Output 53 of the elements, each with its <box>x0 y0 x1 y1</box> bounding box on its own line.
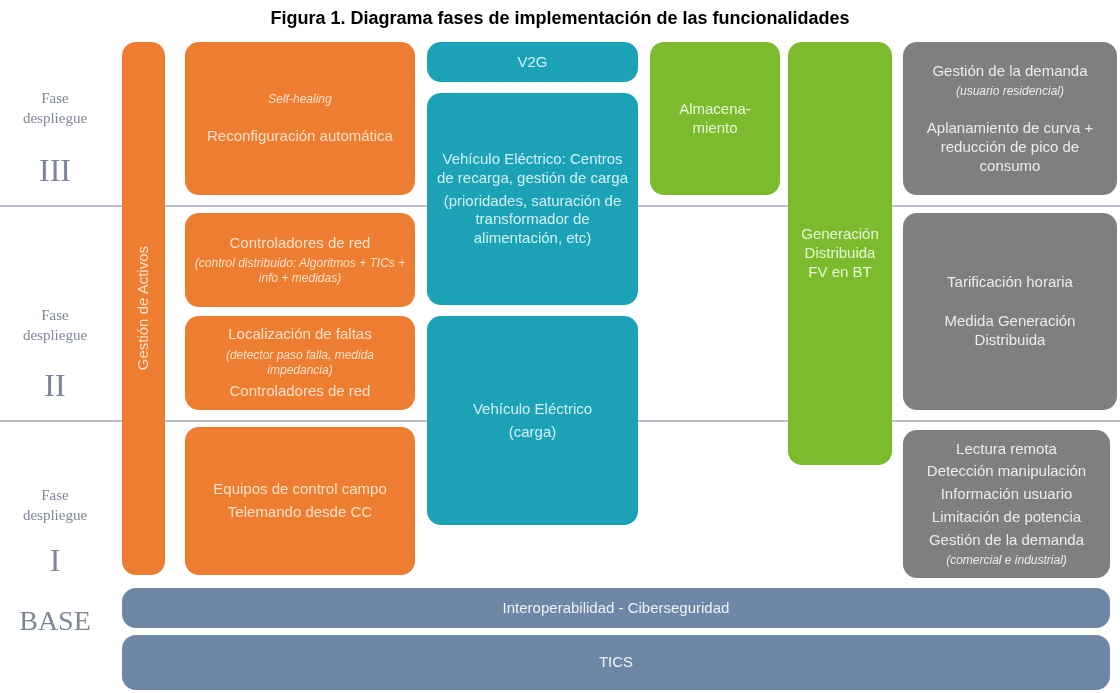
function-box <box>185 213 415 307</box>
phase-numeral: III <box>38 152 72 189</box>
note-text: Self-healing <box>268 91 332 107</box>
box-text: (prioridades, saturación de transformador de alimentación, etc) <box>442 191 623 248</box>
box-text: Lectura remota <box>956 439 1057 459</box>
phase-label: Fase despliegue <box>21 89 89 129</box>
box-text: Equipos de control campo <box>213 480 387 499</box>
phase-numeral: I <box>48 542 62 579</box>
box-text: Reconfiguración automática <box>207 126 393 146</box>
box-text: Almacena-miento <box>678 99 752 138</box>
box-text: Interoperabilidad - Ciberseguridad <box>502 598 730 618</box>
base-band <box>122 635 1110 690</box>
box-text: Información usuario <box>940 485 1073 504</box>
box-text: Vehículo Eléctrico: Centros de recarga, gestión de carga <box>436 150 629 188</box>
note-text: (usuario residencial) <box>955 84 1064 100</box>
function-box <box>903 213 1117 410</box>
box-text: Telemando desde CC <box>227 503 373 522</box>
figure-title: Figura 1. Diagrama fases de implementación de las funcionalidades <box>269 8 851 29</box>
box-text: Localización de faltas <box>228 325 372 344</box>
box-text: TICS <box>598 653 634 672</box>
box-text: Detección manipulación <box>926 462 1087 482</box>
note-text: (control distribuido: Algoritmos + TICs + info + medidas) <box>193 256 407 287</box>
note-text: (comercial e industrial) <box>946 553 1067 569</box>
box-text: Tarificación horaria <box>947 273 1073 293</box>
box-text: Gestión de Activos <box>134 246 153 371</box>
box-text: Medida Generación Distribuida <box>943 312 1077 350</box>
box-text: Controladores de red <box>229 382 371 401</box>
vertical-band <box>122 42 165 575</box>
base-band <box>122 588 1110 628</box>
box-text: (carga) <box>508 422 557 442</box>
phase-numeral: II <box>43 367 67 404</box>
box-text: Gestión de la demanda <box>928 530 1085 550</box>
function-box <box>788 42 892 465</box>
box-text: Generación Distribuida FV en BT <box>800 225 880 282</box>
phase-label: Fase despliegue <box>21 486 89 526</box>
function-box <box>185 427 415 575</box>
function-box <box>185 42 415 195</box>
function-box <box>185 316 415 410</box>
base-label: BASE <box>18 605 92 637</box>
function-box <box>427 316 638 525</box>
box-text: Limitación de potencia <box>931 507 1082 527</box>
box-text: V2G <box>517 52 548 72</box>
function-box <box>427 93 638 305</box>
function-box <box>650 42 780 195</box>
function-box <box>427 42 638 82</box>
box-text: Gestión de la demanda <box>932 61 1088 81</box>
function-box <box>903 430 1110 578</box>
note-text: (detector paso falla, medida impedancia) <box>224 348 376 378</box>
box-text: Vehículo Eléctrico <box>472 399 593 419</box>
box-text: Aplanamiento de curva + reducción de pico de consumo <box>925 119 1095 176</box>
box-text: Controladores de red <box>229 233 371 253</box>
phase-label: Fase despliegue <box>21 306 89 346</box>
function-box <box>903 42 1117 195</box>
